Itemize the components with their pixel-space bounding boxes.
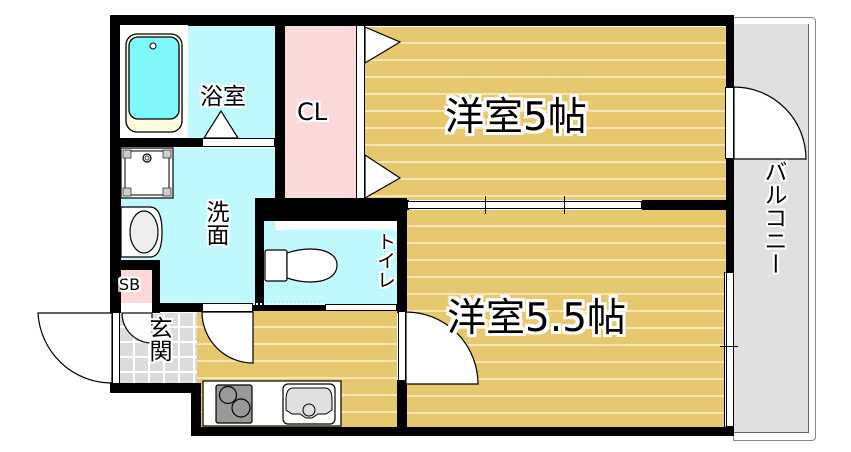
wall-wash-bottom <box>152 303 202 312</box>
wall-bath-closet <box>275 15 285 220</box>
wall-entrance-frame <box>110 383 199 393</box>
shoe-box <box>120 270 152 303</box>
wall-room-divider-left <box>397 200 409 210</box>
closet-door-triangle-1 <box>364 26 402 65</box>
label-washroom: 洗面 <box>202 200 228 246</box>
western-room-1-floor <box>360 27 726 200</box>
closet-floor <box>284 25 356 198</box>
shoe-box-door-swing <box>121 312 153 344</box>
wall-sb-top <box>110 260 160 270</box>
wall-toilet-right <box>397 198 407 313</box>
sink-icon <box>282 383 336 425</box>
toilet-door-threshold <box>325 304 397 311</box>
washing-machine-pan-icon <box>120 147 174 199</box>
wall-right <box>726 15 734 436</box>
label-bathroom: 浴室 <box>200 84 246 110</box>
bath-door-triangle <box>202 109 240 139</box>
balcony-door-swing <box>733 86 807 160</box>
label-entrance: 玄関 <box>145 316 171 362</box>
wall-bottom <box>191 427 734 436</box>
wall-closet-bottom <box>255 198 405 221</box>
room2-window[interactable] <box>724 272 734 427</box>
label-western-room-2: 洋室5.5帖 <box>447 296 627 341</box>
wall-bath-wash <box>110 138 202 147</box>
toilet-icon <box>264 248 338 283</box>
bathtub-icon <box>120 25 188 138</box>
entrance-door-swing <box>37 312 113 384</box>
washroom-door-swing <box>201 311 254 364</box>
wall-room2-left <box>397 380 407 430</box>
wall-left <box>110 15 121 313</box>
label-balcony: バルコニー <box>760 160 786 275</box>
window-mark <box>720 346 738 347</box>
label-toilet: トイレ <box>374 232 396 289</box>
wall-top <box>110 15 734 26</box>
closet-door-strip <box>356 25 365 198</box>
label-closet: CL <box>297 98 328 126</box>
wash-basin-icon <box>120 206 163 258</box>
wall-sb-right <box>152 260 160 313</box>
sliding-door-mark-2 <box>564 196 565 214</box>
stove-icon <box>215 384 253 424</box>
label-western-room-1: 洋室5帖 <box>445 95 587 140</box>
washroom-floor-lower <box>160 260 255 304</box>
entrance-step <box>120 303 160 314</box>
room2-door-swing <box>405 311 479 385</box>
sliding-door-rooms[interactable] <box>407 201 642 209</box>
wall-toilet-left <box>255 198 264 305</box>
wall-kitchen-left <box>191 383 201 435</box>
wall-toilet-bottom <box>253 305 325 311</box>
label-shoe-box: SB <box>119 275 141 294</box>
western-room-2-floor <box>405 210 726 428</box>
wall-room-divider <box>642 200 726 210</box>
closet-door-triangle-2 <box>364 153 402 200</box>
sliding-door-mark-1 <box>485 196 486 214</box>
